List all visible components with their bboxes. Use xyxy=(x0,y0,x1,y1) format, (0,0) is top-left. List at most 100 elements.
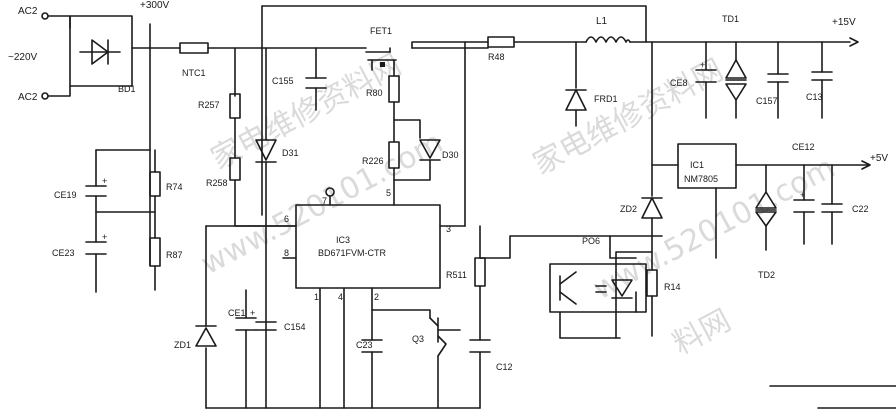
r226-resistor-symbol xyxy=(388,141,400,169)
ic3-pin-6: 6 xyxy=(284,214,289,224)
d30-diode-symbol xyxy=(419,139,441,161)
label-ce12: CE12 xyxy=(792,142,815,152)
label-ic3-part: BD671FVM-CTR xyxy=(318,248,387,258)
label-ac-top: AC2 xyxy=(18,6,38,17)
r80-resistor-symbol xyxy=(388,75,400,103)
zd2-zener-symbol xyxy=(641,197,663,219)
svg-text:+: + xyxy=(250,308,255,318)
label-c13: C13 xyxy=(806,92,823,102)
label-r48: R48 xyxy=(488,52,505,62)
c22-capacitor-symbol xyxy=(821,203,843,213)
ic3-pin-4: 4 xyxy=(338,292,343,302)
r258-resistor-symbol xyxy=(229,157,241,181)
ntc1-thermistor-symbol xyxy=(179,42,209,54)
zd1-zener-symbol xyxy=(195,325,217,347)
label-c22: C22 xyxy=(852,204,869,214)
label-r226: R226 xyxy=(362,156,384,166)
l1-inductor-symbol xyxy=(585,36,631,43)
label-ic1-part: NM7805 xyxy=(684,174,718,184)
ic3-pin-3: 3 xyxy=(446,224,451,234)
frd1-diode-symbol xyxy=(565,89,587,111)
label-ac-bottom: AC2 xyxy=(18,92,38,103)
c12-capacitor-symbol xyxy=(469,339,491,353)
label-zd2: ZD2 xyxy=(620,204,637,214)
label-r258: R258 xyxy=(206,178,228,188)
td1-tvs-symbol xyxy=(725,59,747,101)
label-q3: Q3 xyxy=(412,334,424,344)
td2-tvs-symbol xyxy=(755,191,777,227)
label-v300: +300V xyxy=(140,0,170,11)
label-zd1: ZD1 xyxy=(174,340,191,350)
label-c12: C12 xyxy=(496,362,513,372)
r87-resistor-symbol xyxy=(149,237,161,267)
label-ic1: IC1 xyxy=(690,160,704,170)
d31-diode-symbol xyxy=(255,139,277,163)
label-ce1: CE1 xyxy=(228,308,246,318)
label-po6: PO6 xyxy=(582,236,600,246)
label-ce23: CE23 xyxy=(52,248,75,258)
label-r80: R80 xyxy=(366,88,383,98)
ic1-regulator-body xyxy=(677,143,737,189)
wiring xyxy=(47,5,896,409)
label-d30: D30 xyxy=(442,150,459,160)
label-r74: R74 xyxy=(166,182,183,192)
svg-text:+: + xyxy=(800,190,805,200)
label-ce19: CE19 xyxy=(54,190,77,200)
label-c155: C155 xyxy=(272,76,294,86)
label-r14: R14 xyxy=(664,282,681,292)
ce19-capacitor-symbol: + xyxy=(85,176,107,197)
ic3-controller-body xyxy=(295,204,441,289)
ac-top-terminal-circle xyxy=(41,12,49,20)
label-r257: R257 xyxy=(198,100,220,110)
svg-text:+: + xyxy=(102,176,107,186)
watermark-layer: 家电维修资料网 www.520101.com 家电维修资料网 www.52010… xyxy=(195,48,841,362)
q3-transistor-symbol xyxy=(429,317,447,357)
r48-resistor-symbol xyxy=(487,36,515,48)
ce8-capacitor-symbol: + xyxy=(695,60,717,83)
fet1-transistor-symbol xyxy=(365,51,397,71)
label-td1: TD1 xyxy=(722,14,739,24)
label-c154: C154 xyxy=(284,322,306,332)
svg-text:+: + xyxy=(700,60,705,70)
ic3-pin-8: 8 xyxy=(284,248,289,258)
ic3-pin-2: 2 xyxy=(374,292,379,302)
r74-resistor-symbol xyxy=(149,171,161,197)
label-fet1: FET1 xyxy=(370,26,392,36)
label-d31: D31 xyxy=(282,148,299,158)
c157-capacitor-symbol xyxy=(767,73,789,83)
label-ac-voltage: ~220V xyxy=(8,52,38,63)
label-frd1: FRD1 xyxy=(594,94,618,104)
label-v15: +15V xyxy=(832,17,856,28)
label-l1: L1 xyxy=(596,16,608,27)
label-ic3: IC3 xyxy=(336,235,350,245)
label-r511: R511 xyxy=(446,270,467,280)
label-c157: C157 xyxy=(756,96,778,106)
c154-capacitor-symbol xyxy=(255,321,277,331)
svg-text:+: + xyxy=(102,232,107,242)
c13-capacitor-symbol xyxy=(811,71,833,81)
c155-capacitor-symbol xyxy=(305,77,327,89)
ic3-pin-1: 1 xyxy=(314,292,319,302)
ce23-capacitor-symbol: + xyxy=(85,232,107,255)
label-ntc1: NTC1 xyxy=(182,68,206,78)
r511-resistor-symbol xyxy=(474,257,486,287)
r257-resistor-symbol xyxy=(229,93,241,119)
ce12-capacitor-symbol: + xyxy=(793,190,815,213)
v15-terminal-arrow xyxy=(849,37,859,47)
label-c23: C23 xyxy=(356,340,373,350)
labels: AC2 ~220V AC2 +300V +15V +5V BD1 NTC1 C1… xyxy=(8,0,888,372)
label-td2: TD2 xyxy=(758,270,775,280)
ce1-capacitor-symbol: + xyxy=(235,308,257,331)
label-r87: R87 xyxy=(166,250,183,260)
ic3-pin-7: 7 xyxy=(322,196,327,206)
ac-bottom-terminal-circle xyxy=(41,92,49,100)
components: + + xyxy=(41,12,871,357)
v5-terminal-arrow xyxy=(861,160,871,170)
c23-capacitor-symbol xyxy=(361,339,383,353)
po6-optocoupler-symbol xyxy=(549,263,647,313)
bridge-rectifier-symbol xyxy=(79,39,121,65)
watermark-chinese-3: 料网 xyxy=(667,303,736,362)
ic3-pin7-marker xyxy=(325,187,335,197)
label-bd1: BD1 xyxy=(118,84,136,94)
